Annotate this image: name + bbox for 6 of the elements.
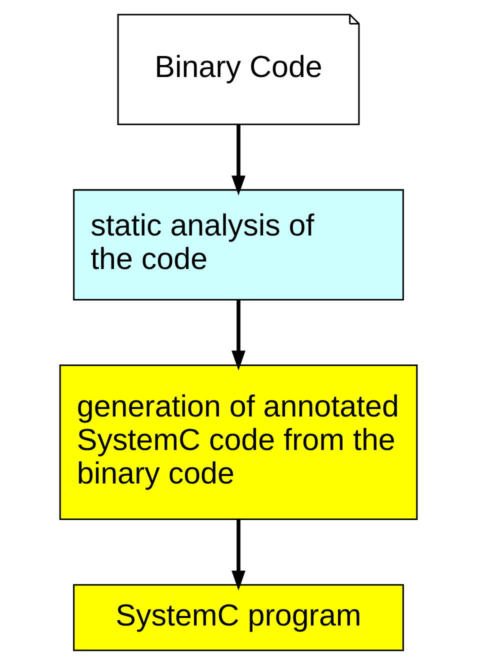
- node-box: generation of annotated SystemC code from the binary code: [59, 364, 418, 520]
- node-box: static analysis of the code: [73, 189, 404, 300]
- arrow: [232, 124, 246, 196]
- arrow: [232, 300, 246, 370]
- arrow: [232, 519, 246, 590]
- node-box: SystemC program: [73, 584, 404, 652]
